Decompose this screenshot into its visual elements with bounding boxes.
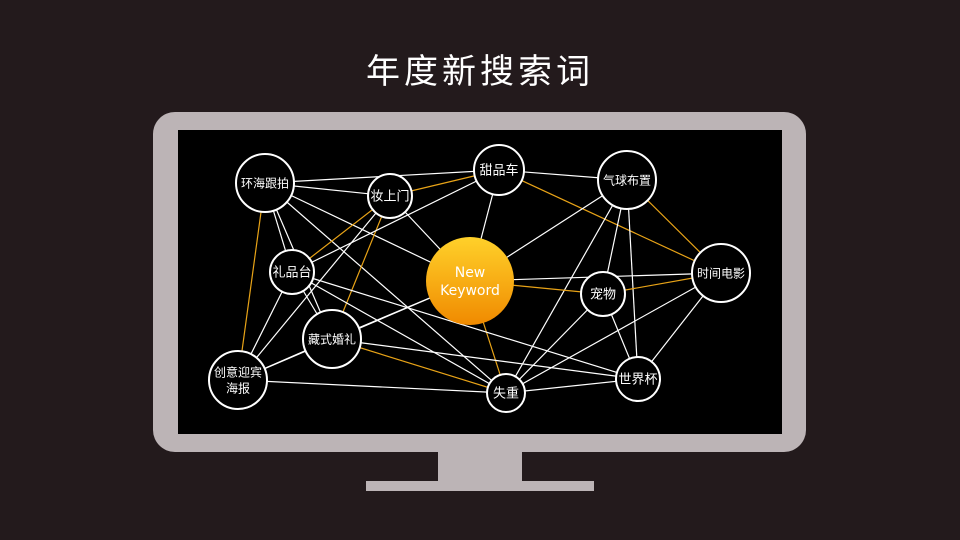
edge-lipin-shijie xyxy=(291,271,639,380)
node-circle xyxy=(580,271,626,317)
node-chongwu: 宠物 xyxy=(580,271,626,317)
node-huanhai: 环海跟拍 xyxy=(235,153,295,213)
edge-qiqiu-shizhong xyxy=(505,179,628,394)
node-circle xyxy=(269,249,315,295)
nodes-layer: 环海跟拍甜品车气球布置妆上门礼品台时间电影宠物藏式婚礼创意迎宾海报失重世界杯Ne… xyxy=(208,144,751,413)
edge-shijian-shizhong xyxy=(505,272,722,394)
node-tianpin: 甜品车 xyxy=(473,144,525,196)
node-label: 气球布置 xyxy=(603,172,651,187)
node-shizhong: 失重 xyxy=(486,373,526,413)
node-label: 宠物 xyxy=(590,287,616,303)
center-node-label: Keyword xyxy=(440,283,500,299)
edge-huanhai-chuangyi xyxy=(237,182,266,381)
node-circle xyxy=(486,373,526,413)
edge-zhuang-chuangyi xyxy=(237,195,391,381)
node-zangshi: 藏式婚礼 xyxy=(302,309,362,369)
node-circle xyxy=(615,356,661,402)
edge-tianpin-lipin xyxy=(291,169,500,273)
page-title: 年度新搜索词 xyxy=(366,52,594,92)
edge-tianpin-shijian xyxy=(498,169,722,274)
node-lipin: 礼品台 xyxy=(269,249,315,295)
node-label: 甜品车 xyxy=(479,163,518,179)
node-circle xyxy=(597,150,657,210)
node-circle xyxy=(367,173,413,219)
node-label: 失重 xyxy=(493,386,519,402)
edge-qiqiu-shijie xyxy=(626,179,639,380)
node-zhuang: 妆上门 xyxy=(367,173,413,219)
node-label: 时间电影 xyxy=(697,266,745,280)
center-node-label: New xyxy=(455,265,486,281)
edge-chuangyi-shizhong xyxy=(237,379,507,394)
node-shijie: 世界杯 xyxy=(615,356,661,402)
center-node-circle xyxy=(426,237,514,325)
node-label: 海报 xyxy=(226,380,250,395)
node-label: 环海跟拍 xyxy=(241,175,289,190)
node-label: 妆上门 xyxy=(370,190,409,205)
edge-lipin-shizhong xyxy=(291,271,507,394)
edges-layer xyxy=(237,169,722,394)
node-circle xyxy=(302,309,362,369)
node-shijian: 时间电影 xyxy=(691,243,751,303)
node-circle xyxy=(208,350,268,410)
node-circle xyxy=(235,153,295,213)
node-label: 礼品台 xyxy=(272,265,311,281)
node-label: 藏式婚礼 xyxy=(308,331,356,346)
node-circle xyxy=(473,144,525,196)
node-qiqiu: 气球布置 xyxy=(597,150,657,210)
node-circle xyxy=(691,243,751,303)
node-label: 创意迎宾 xyxy=(214,364,262,379)
edge-huanhai-shizhong xyxy=(264,182,507,394)
edge-chongwu-shizhong xyxy=(505,293,604,394)
edge-zangshi-shijie xyxy=(331,338,639,380)
edge-zangshi-shizhong xyxy=(331,338,507,394)
node-label: 世界杯 xyxy=(618,373,657,388)
monitor-base xyxy=(366,481,594,491)
monitor-neck xyxy=(438,452,522,482)
